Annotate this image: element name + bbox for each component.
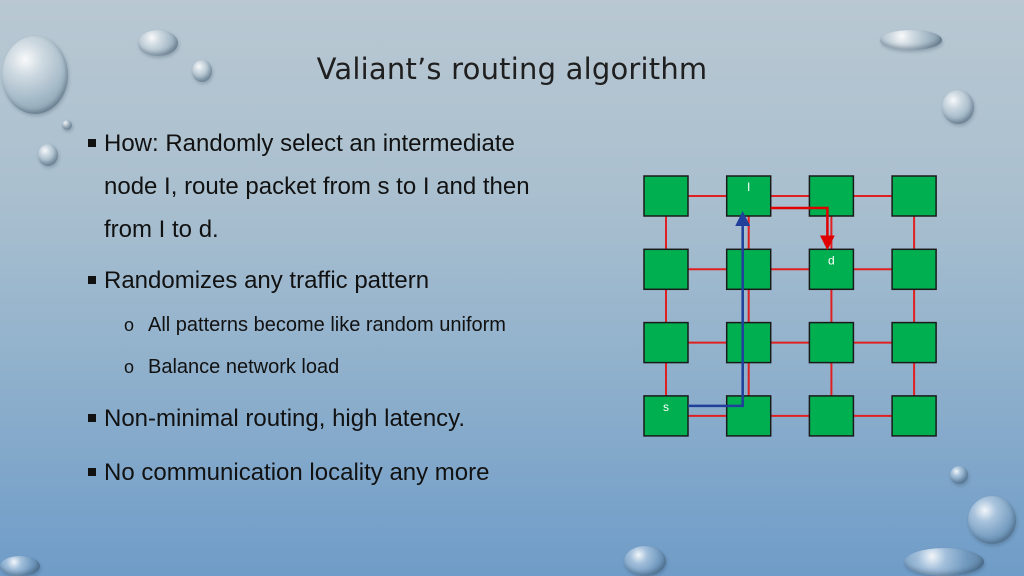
water-drop-decoration xyxy=(0,556,40,576)
mesh-links xyxy=(665,195,916,417)
mesh-node xyxy=(891,321,937,364)
water-drop-decoration xyxy=(880,30,942,50)
mesh-node xyxy=(808,321,855,364)
mesh-node xyxy=(643,321,689,364)
slide-title: Valiant’s routing algorithm xyxy=(316,52,708,86)
water-drop-decoration xyxy=(942,90,974,124)
mesh-node xyxy=(643,395,689,437)
bullet-how: How: Randomly select an intermediate nod… xyxy=(88,122,530,251)
water-drop-decoration xyxy=(968,496,1016,544)
mesh-node xyxy=(725,395,772,437)
water-drop-decoration xyxy=(62,120,72,130)
bullet-how-line-2: node I, route packet from s to I and the… xyxy=(104,173,530,200)
water-drop-decoration xyxy=(192,60,212,82)
node-label-s: s xyxy=(663,400,669,414)
mesh-node xyxy=(808,395,855,437)
sub-bullet-random-uniform: All patterns become like random uniform xyxy=(124,310,506,340)
node-label-i: I xyxy=(747,180,750,194)
mesh-nodes xyxy=(643,175,937,437)
water-drop-decoration xyxy=(950,466,968,484)
bullet-randomizes: Randomizes any traffic pattern xyxy=(88,259,429,302)
mesh-node xyxy=(725,321,772,364)
bullet-how-line-3: from I to d. xyxy=(104,216,219,243)
water-drop-decoration xyxy=(38,144,58,166)
path-I-to-d-arrow xyxy=(770,206,835,251)
mesh-node xyxy=(725,248,772,291)
bullet-non-minimal: Non-minimal routing, high latency. xyxy=(88,397,465,440)
mesh-node xyxy=(808,175,855,217)
mesh-node xyxy=(725,175,772,217)
mesh-node xyxy=(891,175,937,217)
water-drop-decoration xyxy=(138,30,178,56)
bullet-no-locality: No communication locality any more xyxy=(88,451,490,494)
mesh-node xyxy=(891,395,937,437)
mesh-node xyxy=(643,248,689,291)
mesh-node xyxy=(808,248,855,291)
node-labels: Id s xyxy=(663,180,835,414)
mesh-node xyxy=(643,175,689,217)
water-drop-decoration xyxy=(904,548,984,576)
mesh-node xyxy=(891,248,937,291)
node-label-d: d xyxy=(828,253,835,267)
water-drop-decoration xyxy=(2,36,68,114)
sub-bullet-balance-load: Balance network load xyxy=(124,352,339,382)
water-drop-decoration xyxy=(624,546,666,576)
path-s-to-I-arrow xyxy=(688,211,751,408)
routing-paths xyxy=(688,206,835,408)
bullet-how-line-1: How: Randomly select an intermediate xyxy=(104,130,515,157)
